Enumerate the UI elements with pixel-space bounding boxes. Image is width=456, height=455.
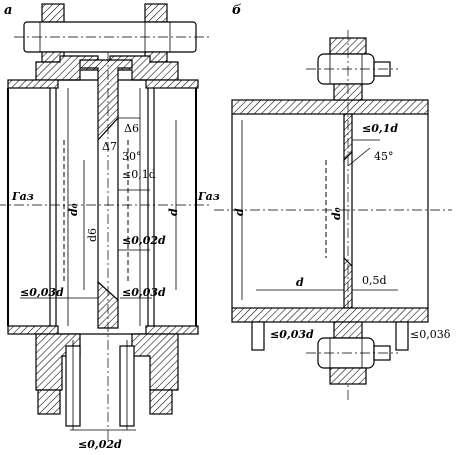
lower-flange-b	[231, 307, 429, 385]
delta6-label: Δ6	[124, 122, 139, 135]
figure-a-label: а	[4, 3, 12, 18]
top-bolt	[14, 3, 212, 63]
upper-flange-b	[231, 83, 429, 115]
d6-label: d6	[86, 228, 99, 242]
figure-a: а	[0, 3, 220, 451]
angle30-label: 30°	[122, 150, 142, 163]
tol-002d-bottom: ≤0,02d	[78, 438, 122, 451]
top-bolt-b	[306, 37, 398, 85]
delta7-label: Δ7	[102, 140, 117, 153]
lower-flange-assembly	[7, 325, 199, 430]
d0-label-b: d₀	[330, 207, 343, 220]
dimensions-a	[20, 117, 177, 431]
gas-outlet-label: Газ	[197, 190, 220, 203]
d-label-a: d	[167, 208, 180, 216]
half-d-label: 0,5d	[362, 274, 387, 287]
tol-003d-b: ≤0,03d	[270, 328, 314, 341]
tol-002d-mid: ≤0,02d	[122, 234, 166, 247]
tol-003d-left: ≤0,03d	[20, 286, 64, 299]
tol-01d-a: ≤0,1d	[122, 168, 156, 181]
dimensions-b	[241, 120, 398, 300]
d-bottom-label-b: d	[296, 276, 304, 289]
d0-label-a: d₀	[67, 203, 80, 216]
angle45-label: 45°	[374, 150, 394, 163]
tol-003d-right: ≤0,03d	[122, 286, 166, 299]
figure-b: б	[214, 3, 452, 400]
tol-01d-b: ≤0,1d	[362, 122, 398, 135]
d-left-label-b: d	[233, 208, 246, 216]
figure-b-label: б	[232, 3, 242, 18]
gas-inlet-label: Газ	[11, 190, 34, 203]
pipe-walls-a	[0, 52, 212, 440]
tol-003delta-b: ≤0,03δ	[410, 328, 451, 341]
